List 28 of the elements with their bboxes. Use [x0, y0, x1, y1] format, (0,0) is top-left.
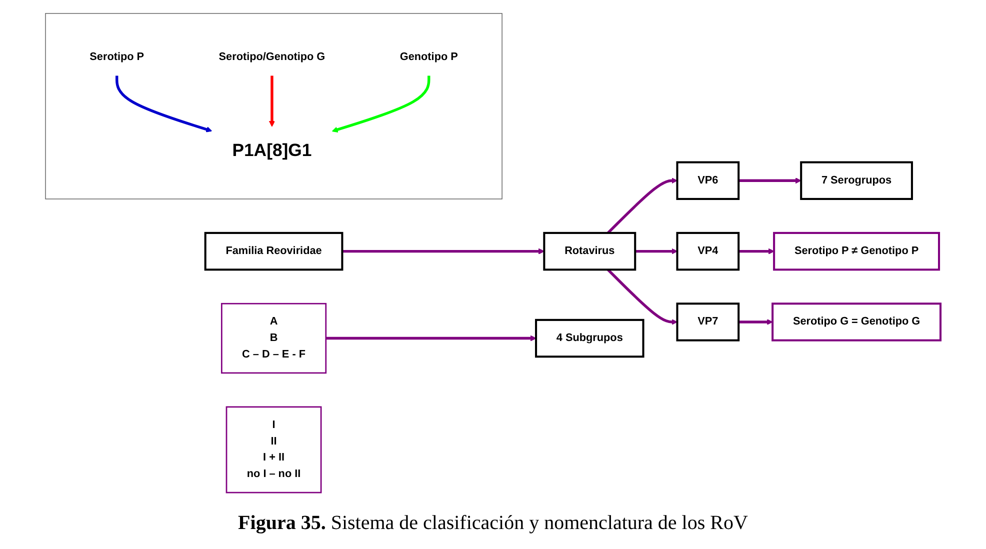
arrow [607, 178, 678, 234]
node-text: Serotipo P [90, 51, 144, 63]
node-box: VP7 [676, 302, 740, 342]
node-text: Genotipo P [400, 51, 458, 63]
figure-caption: Figura 35. Sistema de clasificación y nomenclatura de los RoV [238, 512, 748, 535]
arrow [635, 248, 678, 254]
node-box: VP6 [676, 161, 740, 200]
cluster [45, 13, 502, 200]
node-text: P1A[8]G1 [232, 140, 312, 160]
node-box: Serotipo P ≠ Genotipo P [773, 232, 940, 271]
arrow [607, 268, 678, 325]
arrow [738, 319, 773, 325]
arrow [326, 335, 536, 342]
node-text: Serotipo/Genotipo G [218, 51, 326, 63]
node-box: A B C – D – E - F [220, 302, 327, 374]
arrow [738, 248, 774, 254]
node-box: 7 Serogrupos [800, 161, 913, 200]
node-box: 4 Subgrupos [535, 318, 644, 358]
arrow [332, 76, 430, 133]
arrow [268, 76, 275, 127]
arrow [738, 178, 802, 184]
node-box: Familia Reoviridae [204, 232, 344, 271]
arrow [116, 76, 212, 132]
arrow [342, 248, 544, 254]
node-box: Rotavirus [543, 232, 636, 271]
node-box: I II I + II no I – no II [226, 406, 322, 494]
node-box: VP4 [676, 232, 740, 271]
node-box: Serotipo G = Genotipo G [772, 302, 942, 342]
